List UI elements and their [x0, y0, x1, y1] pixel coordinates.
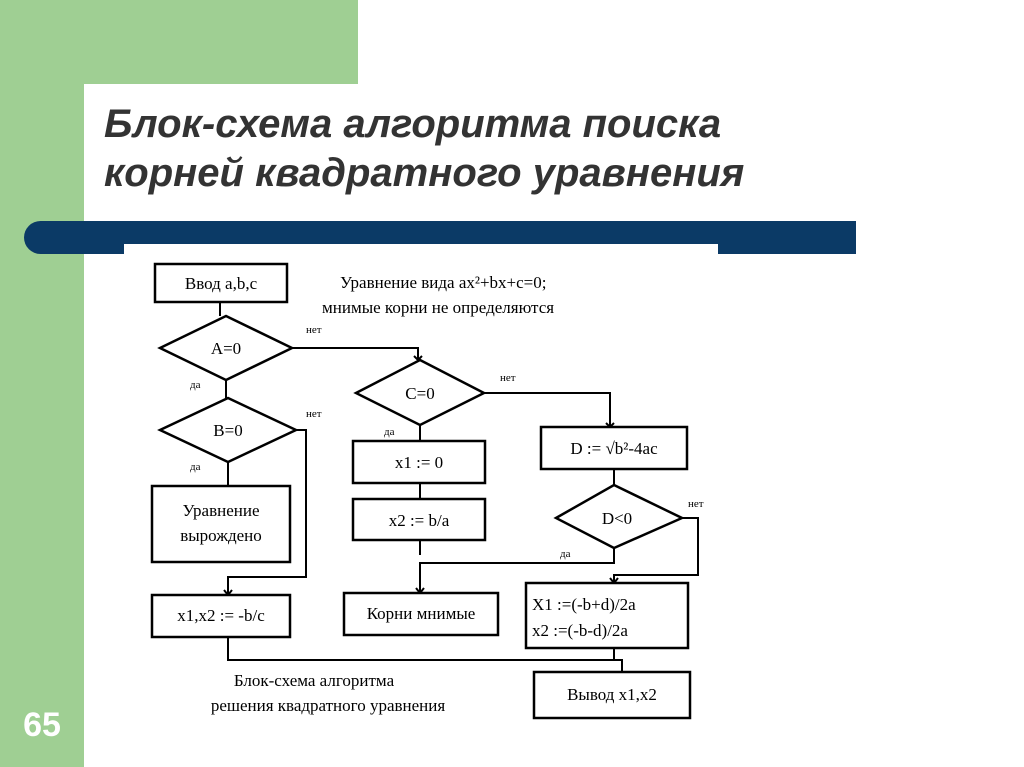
x2-block [351, 497, 487, 542]
d-less-zero-diamond [553, 483, 685, 550]
a-zero-diamond [157, 314, 295, 382]
d-less-zero-text: D<0 [602, 509, 632, 528]
left-accent-bar [0, 0, 84, 767]
title-divider-notch [124, 244, 718, 254]
roots-text-line-2: x2 :=(-b-d)/2a [532, 621, 628, 640]
x1x2-block [150, 593, 292, 639]
caption-line-1: Блок-схема алгоритма [234, 671, 395, 690]
x1x2-text: x1,x2 := -b/c [177, 606, 265, 625]
header-note-line-1: Уравнение вида ax²+bx+c=0; [340, 273, 547, 292]
d-no-label: нет [688, 498, 704, 510]
caption-line-2: решения квадратного уравнения [211, 696, 446, 715]
degenerate-block [150, 484, 292, 564]
discriminant-text: D := √b²-4ac [570, 439, 658, 458]
x2-text: x2 := b/a [389, 511, 450, 530]
c-zero-text: C=0 [405, 384, 434, 403]
roots-text-line-1: X1 :=(-b+d)/2a [532, 595, 636, 614]
output-block [532, 670, 692, 720]
flowchart-blocks [150, 262, 692, 720]
c-yes-label: да [384, 426, 395, 438]
header-note-line-2: мнимые корни не определяются [322, 298, 554, 317]
output-text: Вывод x1,x2 [567, 685, 657, 704]
b-zero-text: B=0 [213, 421, 242, 440]
slide-title-line-2: корней квадратного уравнения [104, 150, 745, 195]
c-no-label: нет [500, 372, 516, 384]
c-zero-diamond [353, 358, 487, 427]
degenerate-text-line-1: Уравнение [183, 501, 260, 520]
degenerate-text-line-2: вырождено [180, 526, 262, 545]
top-accent-bar [84, 0, 358, 84]
b-yes-label: да [190, 461, 201, 473]
roots-block [524, 581, 690, 650]
x1-zero-block [351, 439, 487, 485]
imaginary-text: Корни мнимые [367, 604, 476, 623]
a-no-label: нет [306, 324, 322, 336]
d-yes-label: да [560, 548, 571, 560]
a-zero-text: A=0 [211, 339, 241, 358]
slide-number: 65 [23, 706, 61, 744]
b-no-label: нет [306, 408, 322, 420]
input-text: Ввод a,b,c [185, 274, 258, 293]
b-zero-diamond [157, 396, 299, 464]
slide-title: Блок-схема алгоритма поиска корней квадр… [104, 100, 904, 198]
a-yes-label: да [190, 379, 201, 391]
imaginary-block [342, 591, 500, 637]
slide-title-line-1: Блок-схема алгоритма поиска [104, 102, 722, 146]
x1-zero-text: x1 := 0 [395, 453, 443, 472]
discriminant-block [539, 425, 689, 471]
input-block [153, 262, 289, 304]
